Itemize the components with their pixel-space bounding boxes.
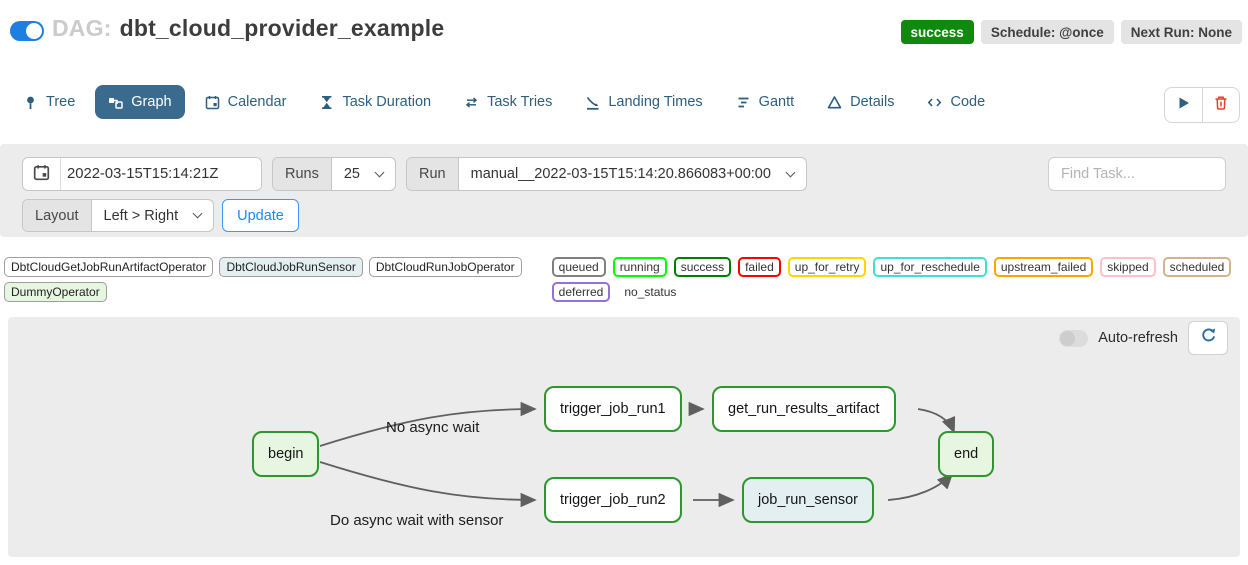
view-tabs: Tree Graph Calendar Task Duration Task T… — [10, 85, 998, 119]
dag-pause-toggle[interactable] — [10, 21, 44, 41]
chevron-down-icon — [374, 167, 385, 177]
tab-graph[interactable]: Graph — [95, 85, 185, 119]
calendar-icon — [33, 164, 50, 185]
code-icon — [927, 95, 942, 110]
num-runs-select[interactable]: 25 — [332, 158, 395, 190]
task-node-get-run-results-artifact[interactable]: get_run_results_artifact — [712, 386, 896, 432]
find-task-input[interactable] — [1048, 157, 1226, 191]
trash-icon — [1213, 95, 1229, 116]
operator-badge: DbtCloudRunJobOperator — [368, 257, 522, 277]
tab-task-tries[interactable]: Task Tries — [451, 85, 565, 119]
date-picker-button[interactable] — [23, 158, 61, 190]
run-label: Run — [407, 158, 459, 190]
task-node-job-run-sensor[interactable]: job_run_sensor — [742, 477, 874, 523]
refresh-button[interactable] — [1188, 321, 1228, 355]
dag-edges — [319, 401, 956, 508]
auto-refresh-label: Auto-refresh — [1098, 330, 1178, 346]
triangle-icon — [827, 95, 842, 110]
edge-artifact-end — [917, 408, 956, 434]
status-badge: queued — [551, 257, 606, 277]
dag-state-badge: success — [900, 20, 974, 44]
num-runs-group: Runs 25 — [272, 157, 396, 191]
layout-group: Layout Left > Right — [22, 199, 215, 232]
run-select[interactable]: manual__2022-03-15T15:14:20.866083+00:00 — [459, 158, 806, 190]
filter-bar: Runs 25 Run manual__2022-03-15T15:14:20.… — [0, 144, 1248, 237]
filter-row-2: Layout Left > Right Update — [22, 199, 1226, 232]
calendar-icon — [205, 95, 220, 110]
status-badge: upstream_failed — [993, 257, 1094, 277]
tab-tree[interactable]: Tree — [10, 85, 88, 119]
update-button[interactable]: Update — [222, 199, 299, 232]
edge-label: No async wait — [386, 419, 480, 436]
task-node-trigger-job-run1[interactable]: trigger_job_run1 — [544, 386, 682, 432]
status-badge: up_for_reschedule — [873, 257, 987, 277]
filter-row-1: Runs 25 Run manual__2022-03-15T15:14:20.… — [22, 157, 1226, 191]
edge-sensor-end — [887, 472, 954, 501]
tab-landing-times[interactable]: Landing Times — [572, 85, 715, 119]
layout-select[interactable]: Left > Right — [92, 200, 214, 231]
refresh-icon — [1200, 327, 1217, 349]
base-date-group — [22, 157, 262, 191]
schedule-badge: Schedule: @once — [980, 20, 1114, 44]
task-node-end[interactable]: end — [938, 431, 995, 477]
task-node-trigger-job-run2[interactable]: trigger_job_run2 — [544, 477, 682, 523]
tab-gantt[interactable]: Gantt — [723, 85, 807, 119]
task-node-begin[interactable]: begin — [252, 431, 320, 477]
layout-label: Layout — [23, 200, 92, 231]
dag-name: dbt_cloud_provider_example — [119, 15, 445, 41]
base-date-input[interactable] — [61, 158, 261, 190]
status-badge: deferred — [551, 282, 611, 302]
edge-begin-trigger2 — [319, 461, 537, 508]
tab-calendar[interactable]: Calendar — [192, 85, 300, 119]
trigger-dag-button[interactable] — [1165, 88, 1202, 122]
runs-label: Runs — [273, 158, 332, 190]
landing-icon — [585, 95, 600, 110]
tab-code[interactable]: Code — [914, 85, 998, 119]
repeat-icon — [464, 95, 479, 110]
tab-task-duration[interactable]: Task Duration — [306, 85, 444, 119]
status-badge: failed — [738, 257, 781, 277]
run-group: Run manual__2022-03-15T15:14:20.866083+0… — [406, 157, 807, 191]
dag-graph-panel: Auto-refresh No async wait Do async wait… — [8, 317, 1240, 557]
graph-icon — [108, 95, 124, 110]
operator-badge: DummyOperator — [4, 282, 107, 302]
edge-label: Do async wait with sensor — [330, 512, 504, 529]
tab-details[interactable]: Details — [814, 85, 907, 119]
chevron-down-icon — [192, 208, 203, 219]
delete-dag-button[interactable] — [1202, 88, 1239, 122]
pin-icon — [23, 95, 38, 110]
header-badges: success Schedule: @once Next Run: None — [900, 20, 1242, 44]
chevron-down-icon — [785, 167, 796, 177]
status-badge: running — [612, 257, 667, 277]
status-legend: queued running success failed up_for_ret… — [551, 257, 1246, 302]
dag-label: DAG: — [52, 15, 112, 41]
operator-legend: DbtCloudGetJobRunArtifactOperator DbtClo… — [4, 257, 540, 302]
auto-refresh-controls: Auto-refresh — [1059, 321, 1228, 355]
status-badge: scheduled — [1162, 257, 1232, 277]
auto-refresh-toggle[interactable] — [1059, 329, 1089, 347]
operator-badge: DbtCloudJobRunSensor — [219, 257, 363, 277]
dag-action-buttons — [1164, 87, 1240, 123]
operator-badge: DbtCloudGetJobRunArtifactOperator — [4, 257, 214, 277]
next-run-badge: Next Run: None — [1120, 20, 1242, 44]
status-badge: success — [673, 257, 732, 277]
edge-begin-trigger1 — [319, 401, 537, 447]
play-icon — [1176, 95, 1192, 116]
status-badge: skipped — [1100, 257, 1156, 277]
legend-row: DbtCloudGetJobRunArtifactOperator DbtClo… — [4, 257, 1246, 302]
page-title: DAG: dbt_cloud_provider_example — [52, 15, 444, 42]
status-badge: no_status — [617, 282, 684, 302]
status-badge: up_for_retry — [787, 257, 867, 277]
gantt-icon — [736, 95, 751, 110]
hourglass-icon — [319, 95, 334, 110]
